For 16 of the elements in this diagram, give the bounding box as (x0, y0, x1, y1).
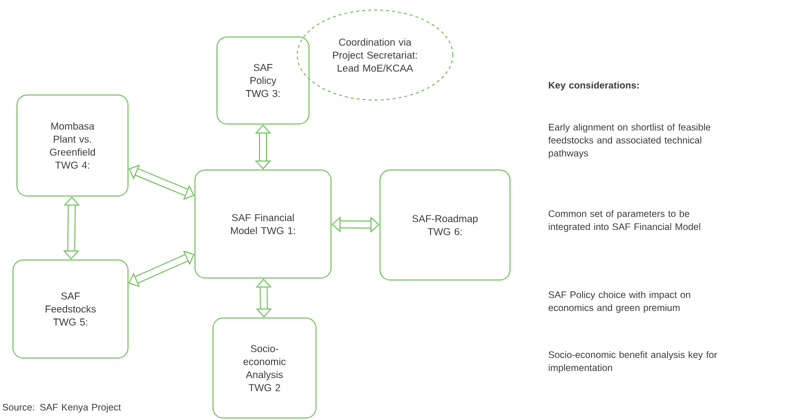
consideration-text: Common set of parameters to be integrated into SAF Financial Model (548, 210, 700, 232)
double-arrow (254, 124, 272, 170)
group-box: SAF Policy TWG 3: (216, 36, 310, 124)
group-box: Socio-economic Analysis TWG 2 (212, 318, 316, 418)
consideration-text: Early alignment on shortlist of feasible feedstocks and associated technical pathways (548, 124, 710, 158)
group-box: SAF-Roadmap TWG 6: (380, 170, 510, 280)
double-arrow (256, 278, 272, 318)
group-box: Mombasa Plant vs. Greenfield TWG 4: (16, 94, 128, 196)
group-box: SAF Feedstocks TWG 5: (12, 260, 128, 358)
double-arrow (332, 216, 380, 233)
source-note: Source: SAF Kenya Project (2, 404, 121, 412)
group-box: SAF Financial Model TWG 1: (194, 170, 332, 278)
double-arrow (128, 250, 194, 288)
consideration-text: Socio-economic benefit analysis key for implementation (548, 351, 717, 373)
consideration-text: SAF Policy choice with impact on economics and green premium (548, 291, 690, 313)
heading: Key considerations: (548, 82, 639, 90)
